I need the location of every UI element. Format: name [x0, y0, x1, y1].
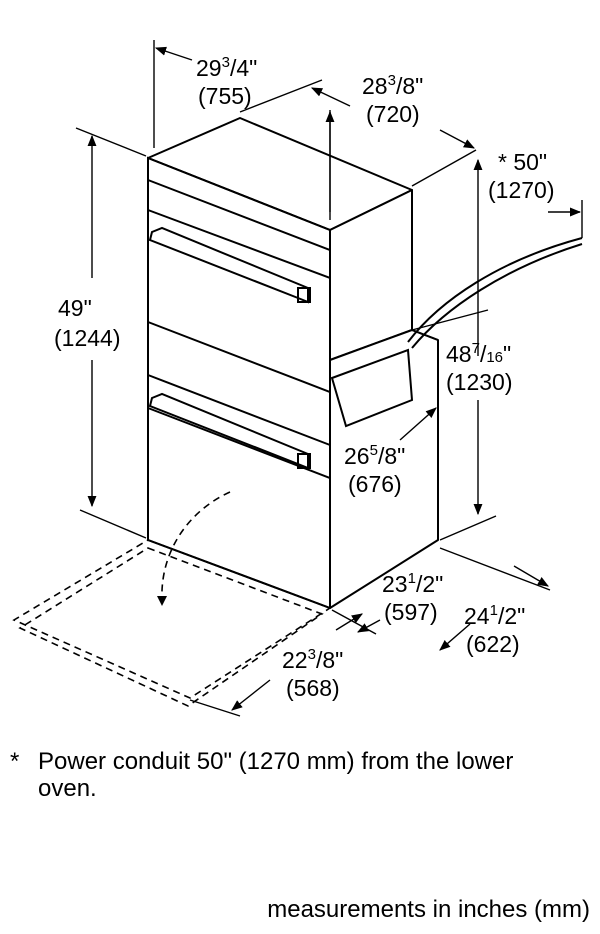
dim-inner-depth-mm: (676) [348, 471, 402, 497]
dim-height-cabinet: 487/16" [446, 340, 511, 367]
footnote-asterisk: * [10, 748, 20, 775]
dim-conduit: * 50" [498, 149, 547, 175]
dim-door-depth: 223/8" [282, 646, 343, 673]
dim-cutout-width: 231/2" [382, 570, 443, 597]
dim-conduit-mm: (1270) [488, 177, 554, 203]
dim-height-total: 49" [58, 295, 92, 321]
conduit-box [330, 237, 583, 428]
dim-cutout-width-mm: (597) [384, 599, 438, 625]
power-conduit-footnote: * Power conduit 50" (1270 mm) from the l… [10, 748, 570, 802]
dim-height-cabinet-mm: (1230) [446, 369, 512, 395]
measurement-units-note: measurements in inches (mm) [267, 896, 590, 923]
dim-top-depth-mm: (720) [366, 101, 420, 127]
oven-dimension-diagram: 293/4" (755) 283/8" (720) * 50" (1270) 4… [12, 40, 583, 717]
dim-top-width-mm: (755) [198, 83, 252, 109]
dim-door-depth-mm: (568) [286, 675, 340, 701]
oven-handles [148, 226, 311, 470]
oven-body [147, 117, 439, 609]
dim-overall-depth-mm: (622) [466, 631, 520, 657]
footnote-text: Power conduit 50" (1270 mm) from the low… [38, 748, 514, 802]
dim-top-width: 293/4" [196, 54, 257, 81]
dim-inner-depth: 265/8" [344, 442, 405, 469]
dim-overall-depth: 241/2" [464, 602, 525, 629]
dimension-lines [75, 40, 583, 717]
dim-height-total-mm: (1244) [54, 325, 120, 351]
door-swing-indicator [12, 491, 332, 707]
dim-top-depth: 283/8" [362, 72, 423, 99]
